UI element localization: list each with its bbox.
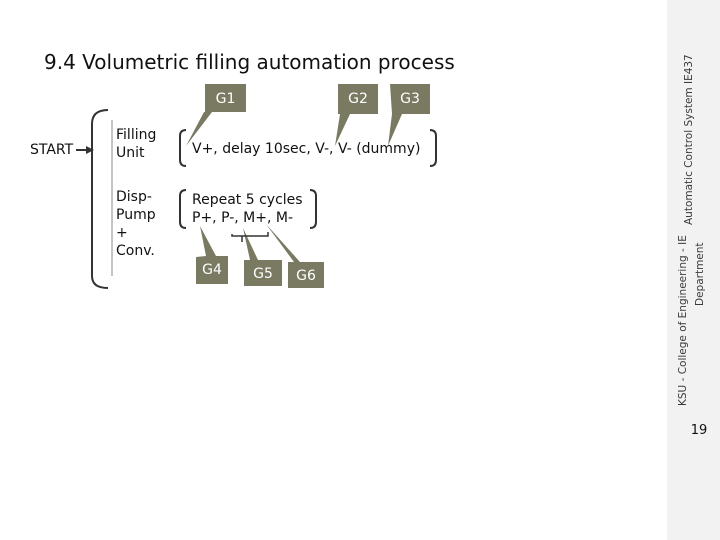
callout-g2: G2	[348, 91, 368, 107]
callout-g3: G3	[400, 91, 420, 107]
callout-g1: G1	[215, 91, 236, 107]
unit-disp-pump: Disp- Pump + Conv.	[116, 189, 156, 259]
sidebar-course: Automatic Control System IE437	[683, 54, 695, 225]
outer-bracket	[91, 109, 109, 289]
callout-g5-shape	[243, 228, 282, 286]
start-label: START	[30, 142, 74, 158]
callout-g6: G6	[296, 268, 316, 284]
callout-g4-shape	[196, 226, 228, 284]
cycle-bracket	[231, 232, 269, 237]
callout-g5: G5	[253, 266, 273, 282]
row1-right-brace	[429, 129, 437, 167]
callout-g4: G4	[202, 262, 222, 278]
callout-g2-shape	[335, 84, 378, 146]
action-filling: V+, delay 10sec, V-, V- (dummy)	[192, 141, 421, 157]
sidebar-college: KSU - College of Engineering - IE	[677, 235, 689, 406]
sidebar-department: Department	[694, 242, 706, 306]
callout-g6-shape	[266, 224, 324, 288]
unit-filling: Filling Unit	[116, 127, 157, 161]
callout-g1-shape	[186, 84, 246, 146]
page-number: 19	[690, 423, 708, 438]
slide-title: 9.4 Volumetric filling automation proces…	[44, 50, 455, 74]
row2-right-brace	[309, 189, 317, 229]
row1-left-brace	[179, 129, 187, 167]
process-diagram	[76, 84, 437, 289]
action-disp-pump: Repeat 5 cycles P+, P-, M+, M-	[192, 192, 303, 226]
start-arrowhead	[86, 146, 94, 154]
row2-left-brace	[179, 189, 187, 229]
callout-g3-shape	[388, 84, 430, 146]
sidebar-panel	[667, 0, 720, 540]
